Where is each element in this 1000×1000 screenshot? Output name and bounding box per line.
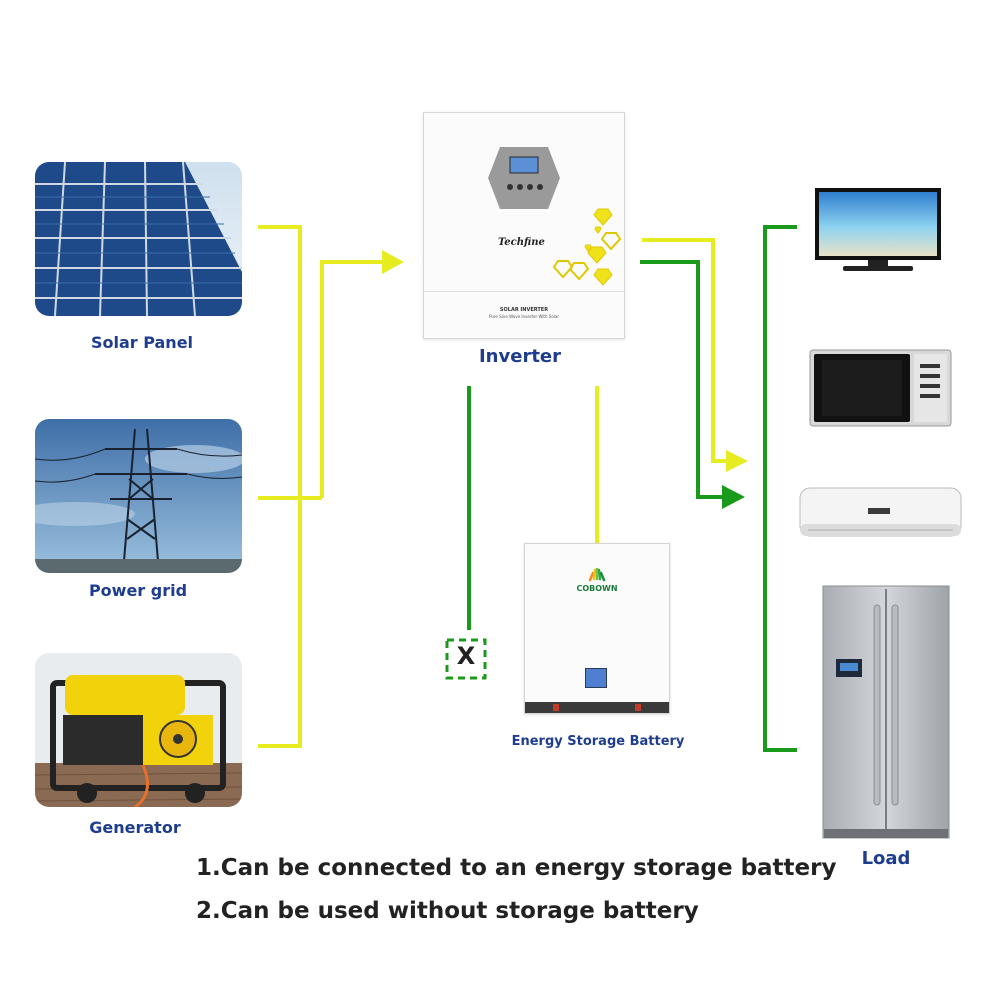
refrigerator-illustration (822, 585, 950, 839)
arrow-load-yellow (726, 450, 748, 472)
inverter-plate-title: SOLAR INVERTER (499, 307, 549, 313)
disconnect-box (445, 638, 487, 680)
television-photo (813, 186, 943, 274)
battery-terminal-red-2 (635, 704, 641, 711)
refrigerator-photo (822, 585, 950, 840)
generator-illustration (35, 653, 242, 807)
arrow-load-green (722, 485, 745, 509)
microwave-photo (808, 348, 953, 430)
solar-panel-illustration (35, 162, 242, 316)
air-conditioner-photo (798, 486, 963, 542)
power-grid-label: Power grid (88, 581, 188, 600)
note-2: 2.Can be used without storage battery (196, 898, 699, 924)
diamond-logo-icon (552, 208, 622, 286)
battery-unit: COBOWN (524, 543, 670, 714)
air-conditioner-illustration (799, 487, 962, 537)
inverter-load-green-line (640, 260, 724, 499)
inverter-display-panel (488, 147, 560, 209)
battery-terminals (525, 702, 669, 713)
television-illustration (815, 188, 941, 271)
disconnect-mark: X (456, 642, 476, 670)
source-combiner-line (258, 225, 384, 748)
load-label: Load (861, 848, 911, 869)
inverter-brand: Techfine (498, 237, 545, 248)
note-1: 1.Can be connected to an energy storage … (196, 855, 837, 881)
arrow-to-inverter (382, 250, 404, 274)
load-bracket-line (763, 225, 797, 752)
solar-panel-photo (35, 162, 242, 316)
battery-brand: COBOWN (576, 584, 618, 593)
sun-logo-icon (588, 568, 606, 582)
battery-terminal-red (553, 704, 559, 711)
inverter-plate-subtitle: Pure Sine Wave Inverter With Solar (488, 314, 559, 319)
power-grid-illustration (35, 419, 242, 573)
solar-panel-label: Solar Panel (90, 333, 194, 352)
power-grid-photo (35, 419, 242, 573)
inverter-plate (424, 291, 624, 292)
inverter-unit: Techfine SOLAR INVERTER Pure Sine Wave I… (423, 112, 625, 339)
generator-label: Generator (89, 818, 181, 837)
microwave-illustration (809, 349, 952, 427)
battery-label: Energy Storage Battery (511, 734, 685, 749)
battery-display (585, 668, 607, 688)
inverter-load-yellow-line (642, 238, 728, 463)
generator-photo (35, 653, 242, 807)
inverter-label: Inverter (478, 346, 562, 367)
